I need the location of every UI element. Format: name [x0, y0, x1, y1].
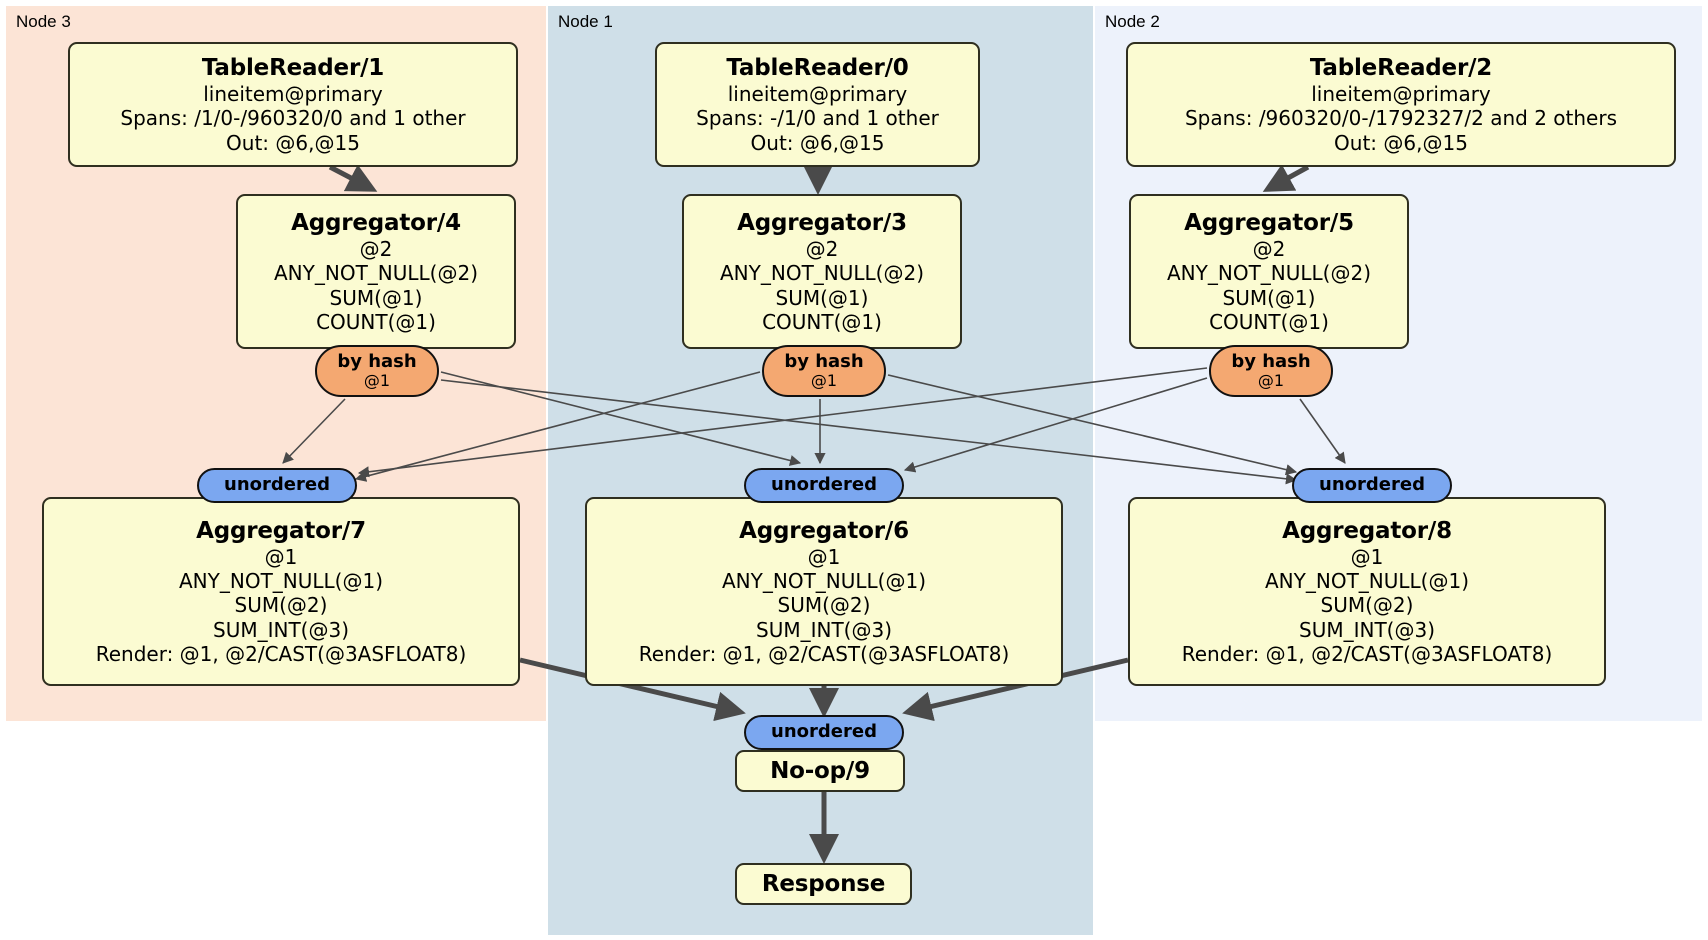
aggregator-8-line: SUM(@2) [1320, 593, 1414, 618]
table-reader-0-line: Out: @6,@15 [750, 130, 885, 155]
by-hash-router-5-sublabel: @1 [1257, 371, 1285, 391]
aggregator-4-line: ANY_NOT_NULL(@2) [274, 261, 478, 286]
no-op-9[interactable]: No-op/9 [735, 750, 905, 792]
aggregator-7-line: @1 [264, 544, 298, 569]
aggregator-4-title: Aggregator/4 [291, 209, 461, 236]
aggregator-5-line: COUNT(@1) [1209, 309, 1329, 334]
by-hash-router-5-label: by hash [1231, 350, 1311, 372]
table-reader-1-line: lineitem@primary [203, 81, 383, 106]
by-hash-router-5[interactable]: by hash@1 [1209, 345, 1333, 397]
by-hash-router-3-sublabel: @1 [810, 371, 838, 391]
no-op-9-title: No-op/9 [770, 757, 870, 784]
aggregator-7-line: SUM(@2) [234, 593, 328, 618]
unordered-synchronizer-9-label: unordered [771, 721, 877, 743]
table-reader-2-line: Out: @6,@15 [1334, 130, 1468, 155]
by-hash-router-4[interactable]: by hash@1 [315, 345, 439, 397]
table-reader-2-title: TableReader/2 [1309, 54, 1493, 81]
aggregator-6-line: SUM(@2) [777, 593, 871, 618]
by-hash-router-4-label: by hash [337, 350, 417, 372]
unordered-synchronizer-8-label: unordered [1319, 474, 1425, 496]
aggregator-3-title: Aggregator/3 [737, 209, 907, 236]
aggregator-8-line: ANY_NOT_NULL(@1) [1265, 568, 1469, 593]
aggregator-8-line: @1 [1350, 544, 1384, 569]
aggregator-4-line: SUM(@1) [329, 285, 423, 310]
table-reader-2-line: Spans: /960320/0-/1792327/2 and 2 others [1184, 106, 1617, 131]
aggregator-5-title: Aggregator/5 [1184, 209, 1354, 236]
unordered-synchronizer-8[interactable]: unordered [1292, 468, 1452, 503]
by-hash-router-4-sublabel: @1 [363, 371, 391, 391]
unordered-synchronizer-6-label: unordered [771, 474, 877, 496]
table-reader-0-line: Spans: -/1/0 and 1 other [696, 106, 939, 131]
aggregator-5-line: ANY_NOT_NULL(@2) [1167, 261, 1371, 286]
aggregator-8-line: Render: @1, @2/CAST(@3ASFLOAT8) [1181, 642, 1553, 667]
aggregator-7-line: ANY_NOT_NULL(@1) [179, 568, 383, 593]
aggregator-4-line: @2 [359, 236, 393, 261]
aggregator-4-line: COUNT(@1) [316, 309, 436, 334]
aggregator-6-line: Render: @1, @2/CAST(@3ASFLOAT8) [638, 642, 1010, 667]
unordered-synchronizer-7[interactable]: unordered [197, 468, 357, 503]
aggregator-8-title: Aggregator/8 [1282, 517, 1452, 544]
table-reader-1-title: TableReader/1 [201, 54, 385, 81]
by-hash-router-3[interactable]: by hash@1 [762, 345, 886, 397]
table-reader-1-line: Spans: /1/0-/960320/0 and 1 other [120, 106, 466, 131]
aggregator-5-line: SUM(@1) [1222, 285, 1316, 310]
aggregator-3-line: COUNT(@1) [762, 309, 882, 334]
table-reader-1-line: Out: @6,@15 [226, 130, 360, 155]
node-panel-label: Node 3 [16, 12, 71, 31]
table-reader-0-line: lineitem@primary [727, 81, 908, 106]
aggregator-5-line: @2 [1252, 236, 1286, 261]
aggregator-3-line: @2 [805, 236, 839, 261]
response-title: Response [761, 870, 886, 897]
table-reader-2-line: lineitem@primary [1311, 81, 1491, 106]
aggregator-8-line: SUM_INT(@3) [1299, 617, 1435, 642]
aggregator-7-title: Aggregator/7 [196, 517, 366, 544]
aggregator-7-line: Render: @1, @2/CAST(@3ASFLOAT8) [95, 642, 467, 667]
node-panel-label: Node 2 [1105, 12, 1160, 31]
aggregator-7-line: SUM_INT(@3) [213, 617, 349, 642]
response[interactable]: Response [735, 863, 912, 905]
unordered-synchronizer-7-label: unordered [224, 474, 330, 496]
aggregator-6-title: Aggregator/6 [739, 517, 909, 544]
aggregator-6-line: @1 [807, 544, 841, 569]
table-reader-0-title: TableReader/0 [726, 54, 909, 81]
unordered-synchronizer-6[interactable]: unordered [744, 468, 904, 503]
node-panel-label: Node 1 [558, 12, 613, 31]
aggregator-3-line: ANY_NOT_NULL(@2) [720, 261, 924, 286]
aggregator-3-line: SUM(@1) [775, 285, 869, 310]
aggregator-6-line: ANY_NOT_NULL(@1) [722, 568, 926, 593]
aggregator-6-line: SUM_INT(@3) [756, 617, 892, 642]
by-hash-router-3-label: by hash [784, 350, 864, 372]
unordered-synchronizer-9[interactable]: unordered [744, 715, 904, 750]
